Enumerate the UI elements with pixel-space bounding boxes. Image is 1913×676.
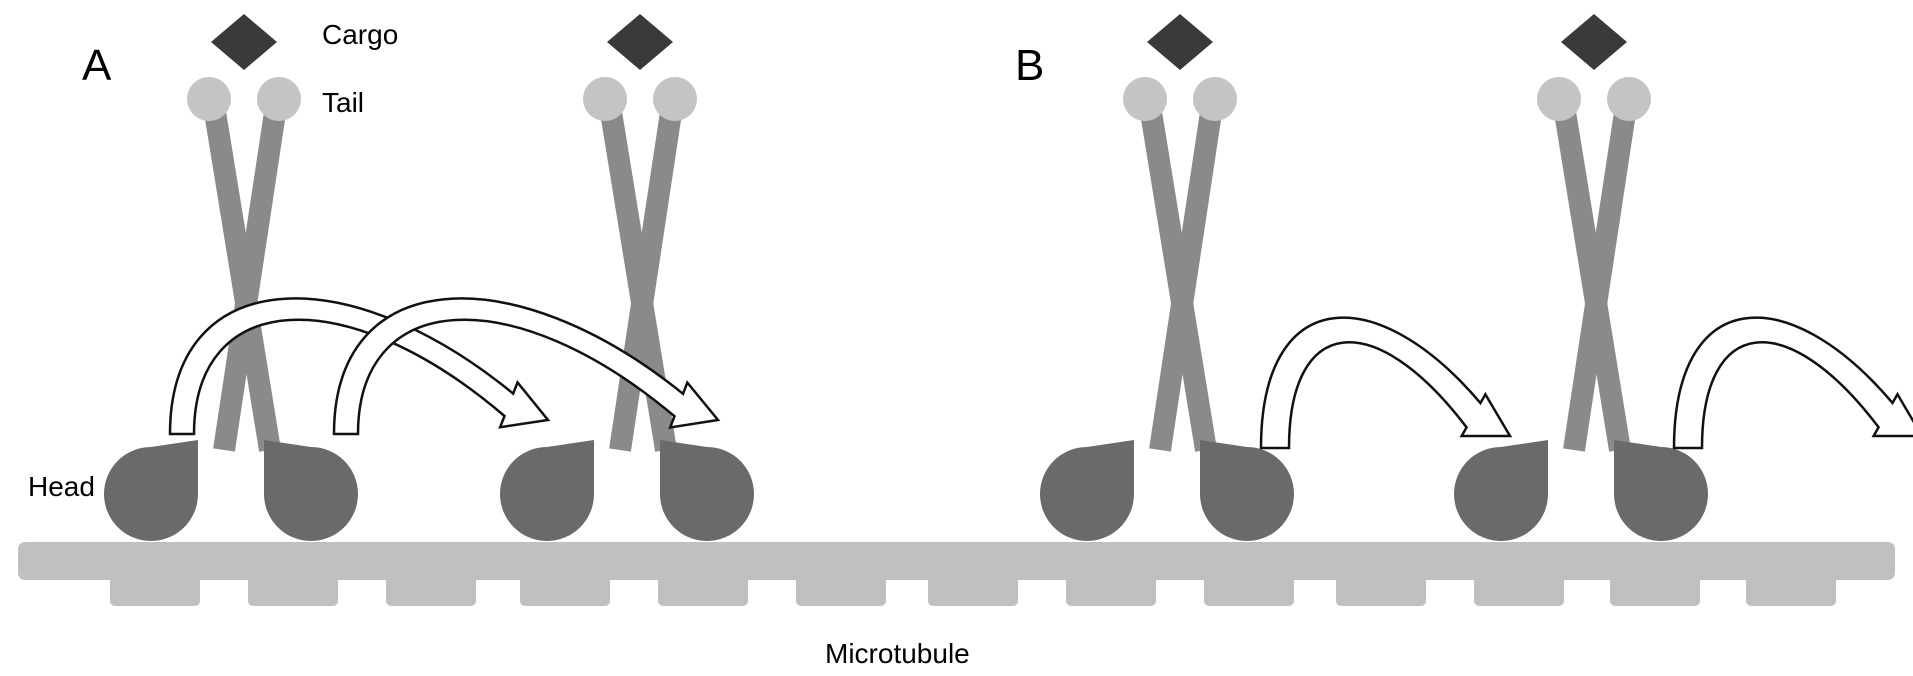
microtubule-subunit xyxy=(386,576,476,606)
tail-domain xyxy=(653,77,697,121)
hand-over-hand-step-arrow xyxy=(168,297,551,436)
cargo-diamond xyxy=(607,14,673,70)
tail-domain xyxy=(1537,77,1581,121)
tail-label: Tail xyxy=(322,87,364,118)
tail-domain xyxy=(187,77,231,121)
motor-stalk xyxy=(609,104,683,452)
kinesin-motor xyxy=(104,14,358,541)
cargo-diamond xyxy=(1561,14,1627,70)
microtubule-subunit xyxy=(1746,576,1836,606)
inchworm-step-arrow xyxy=(1672,316,1913,450)
motor-head xyxy=(104,440,198,541)
cargo-diamond xyxy=(1147,14,1213,70)
tail-domain xyxy=(1193,77,1237,121)
microtubule-track xyxy=(18,542,1895,580)
microtubule-label: Microtubule xyxy=(825,638,970,669)
cargo-label: Cargo xyxy=(322,19,398,50)
motor-head xyxy=(264,440,358,541)
motor-head xyxy=(660,440,754,541)
motor-stalk xyxy=(1563,104,1637,452)
motor-stalk xyxy=(213,104,287,452)
motor-head xyxy=(500,440,594,541)
kinesin-motor xyxy=(1454,14,1708,541)
microtubule-subunit xyxy=(520,576,610,606)
microtubule-subunit xyxy=(928,576,1018,606)
panel-label-b: B xyxy=(1015,41,1044,90)
tail-domain xyxy=(1123,77,1167,121)
microtubule-subunit xyxy=(1474,576,1564,606)
motor-head xyxy=(1200,440,1294,541)
microtubule-subunit xyxy=(1066,576,1156,606)
tail-domain xyxy=(257,77,301,121)
motor-head xyxy=(1454,440,1548,541)
tail-domain xyxy=(1607,77,1651,121)
microtubule-subunit xyxy=(658,576,748,606)
microtubule-subunit xyxy=(1610,576,1700,606)
kinesin-motor xyxy=(500,14,754,541)
tail-domain xyxy=(583,77,627,121)
microtubule-subunit xyxy=(248,576,338,606)
motor-stalk xyxy=(1149,104,1223,452)
microtubule-subunit xyxy=(110,576,200,606)
microtubule-subunit xyxy=(796,576,886,606)
microtubule-subunit xyxy=(1204,576,1294,606)
hand-over-hand-step-arrow xyxy=(332,297,721,436)
microtubule-subunit xyxy=(1336,576,1426,606)
head-label: Head xyxy=(28,471,95,502)
motor-head xyxy=(1614,440,1708,541)
motor-head xyxy=(1040,440,1134,541)
cargo-diamond xyxy=(211,14,277,70)
inchworm-step-arrow xyxy=(1259,316,1513,450)
panel-label-a: A xyxy=(82,41,112,90)
kinesin-motor xyxy=(1040,14,1294,541)
